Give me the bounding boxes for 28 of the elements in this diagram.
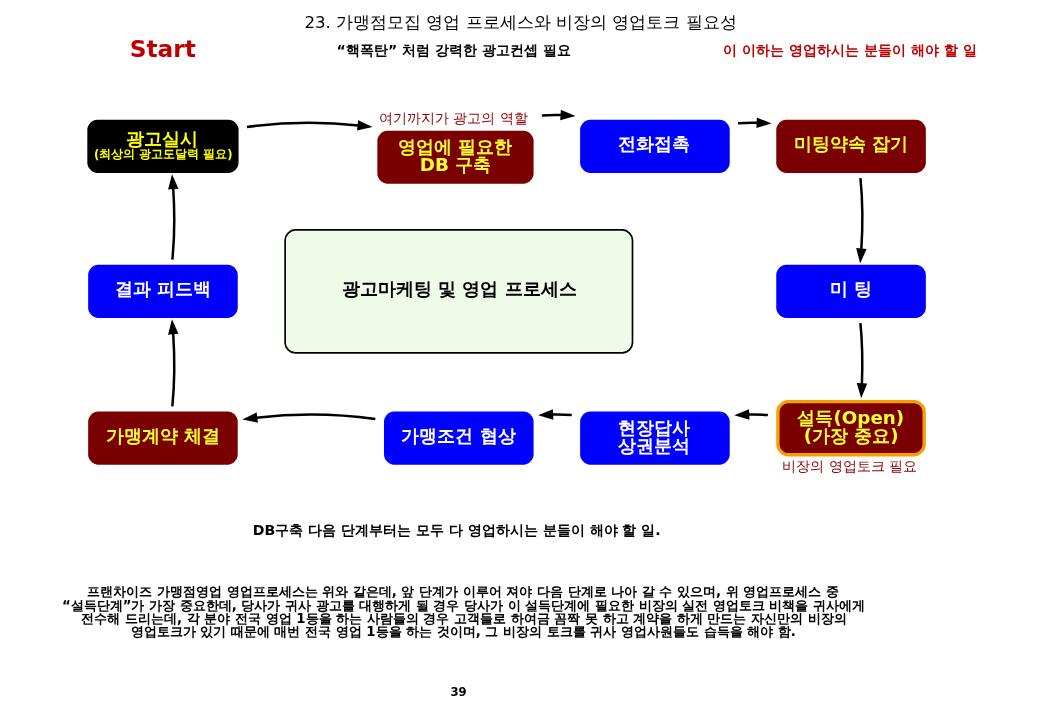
label: Start (129, 35, 196, 63)
label: 프랜차이즈 가맹점영업 영업프로세스는 위와 같은데, 앞 단계가 이루어 져야 다음 단계로 나아 갈 수 있으며, 위 영업프로세스 중 “설득단계”가 가장 중요한데, 당사가 귀사 광고를 대행하게 될 경우 당사가 이 설득단계에 필요한 비장의 실전 영업토크 비책을 귀사에게 전수해 드리는데, 각 분야 전국 영업 1등을 하는 사람들의 경우 고객들로 하여금 꼼짝 못 하고 계약을 하게 만드는 자신만의 비장의 영업토크가 있기 때문에 매번 전국 영업 1등을 하는 것이며, 그 비장의 토크를 귀사 영업사원들도 습득을 해야 함. (61, 584, 865, 640)
arrow (737, 117, 772, 128)
arrow (855, 177, 867, 264)
label: “핵폭탄” 처럼 강력한 광고컨셉 필요 (336, 42, 571, 59)
node-box: 광고실시 (최상의 광고도달력 필요) (86, 119, 239, 173)
node-box: 결과 피드백 (87, 264, 238, 319)
label: 39 (449, 684, 467, 699)
arrow (167, 319, 178, 407)
label: 이 이하는 영업하시는 분들이 해야 할 일 (722, 42, 977, 59)
arrow (537, 409, 572, 420)
arrow (856, 322, 867, 399)
diagram-title: 23. 가맹점모집 영업 프로세스와 비장의 영업토크 필요성 (303, 13, 737, 32)
node-box: 영업에 필요한 DB 구축 (376, 130, 534, 184)
node-box: 미팅약속 잡기 (775, 119, 926, 173)
node-label: 비장의 영업토크 필요 (781, 458, 917, 475)
arrow (241, 412, 375, 423)
arrow (167, 174, 178, 260)
node-box: 현장답사 상권분석 (579, 411, 730, 465)
label: DB구축 다음 단계부터는 모두 다 영업하시는 분들이 해야 할 일. (252, 522, 661, 539)
node-box: 가맹계약 체결 (87, 411, 238, 465)
node-box: 미 팅 (775, 264, 926, 319)
node-box: 가맹조건 협상 (383, 411, 534, 465)
node-label: 여기까지가 광고의 역할 (378, 109, 528, 126)
arrow (733, 409, 768, 420)
node-box: 전화접촉 (579, 119, 730, 173)
arrow (541, 109, 575, 121)
arrow (246, 120, 372, 131)
